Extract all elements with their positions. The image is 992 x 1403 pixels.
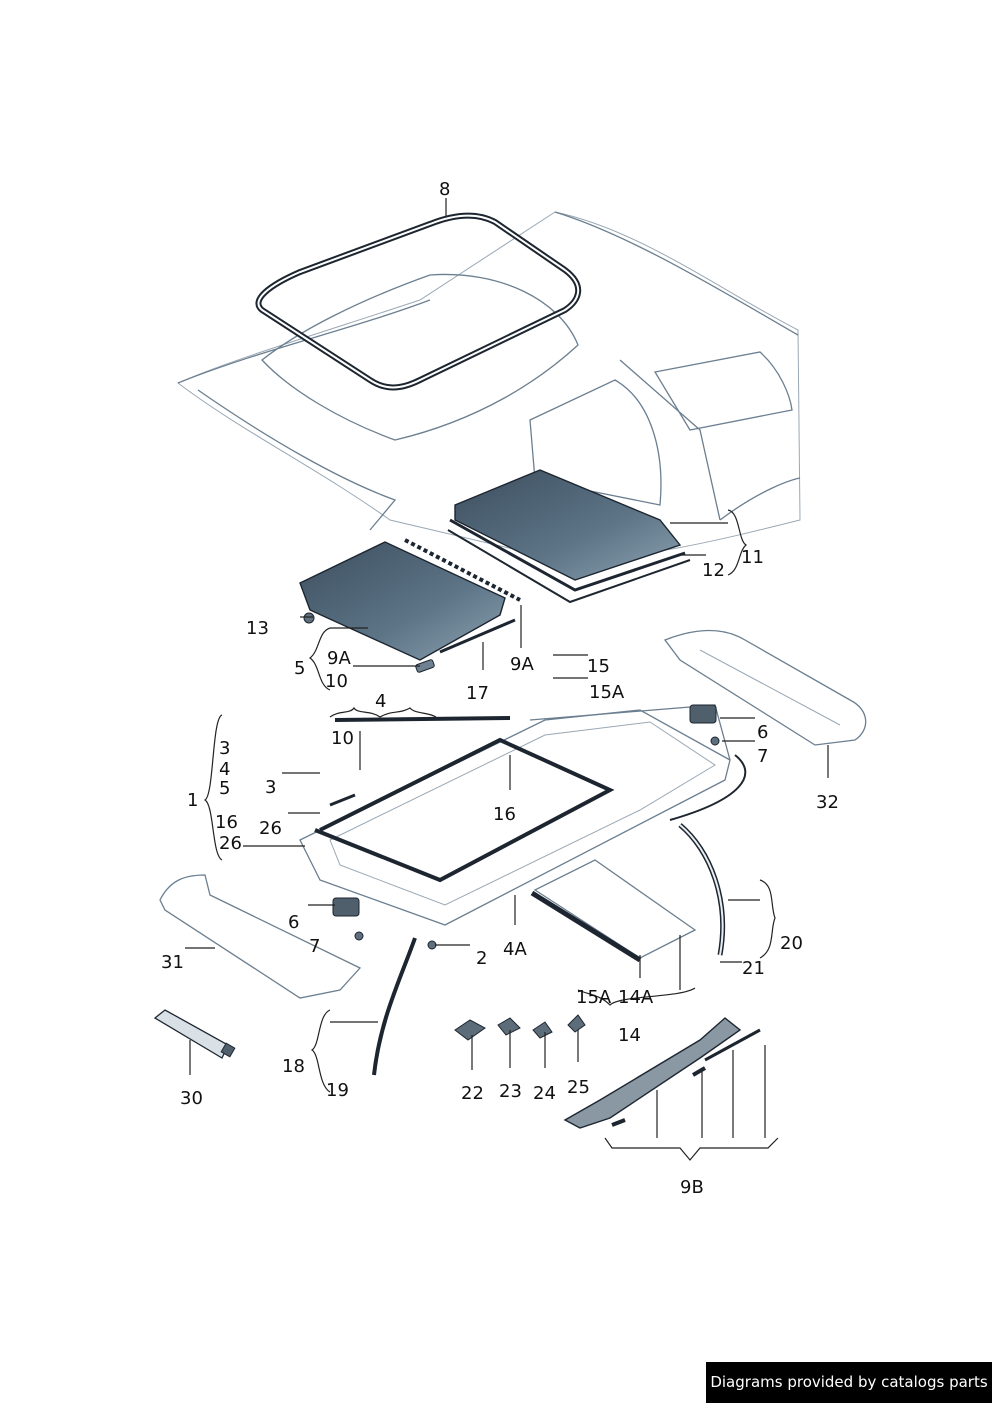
- callout-5-bracket: 5: [219, 778, 230, 799]
- callout-12: 12: [702, 560, 725, 581]
- callout-32: 32: [816, 792, 839, 813]
- callout-4a: 4A: [503, 939, 527, 960]
- callout-7-right: 7: [757, 746, 768, 767]
- callout-14a: 14A: [618, 987, 654, 1008]
- motor-right: [689, 704, 720, 746]
- callout-19: 19: [326, 1080, 349, 1101]
- sunshade: [530, 859, 697, 963]
- callout-11: 11: [741, 547, 764, 568]
- callout-31: 31: [161, 952, 184, 973]
- callout-18: 18: [282, 1056, 305, 1077]
- callout-3-bracket: 3: [219, 738, 230, 759]
- drain-hose: [372, 754, 747, 1076]
- callout-3-left: 3: [265, 777, 276, 798]
- roof-seal: [255, 212, 582, 391]
- callout-5-top: 5: [294, 658, 305, 679]
- adhesive-tube: [153, 1009, 236, 1059]
- callout-16-mid: 16: [493, 804, 516, 825]
- callout-15a-top: 15A: [589, 682, 625, 703]
- callout-24: 24: [533, 1083, 556, 1104]
- callout-4-bracket: 4: [219, 759, 230, 780]
- callout-6-left: 6: [288, 912, 299, 933]
- callout-16-bracket: 16: [215, 812, 238, 833]
- callout-30: 30: [180, 1088, 203, 1109]
- callout-10-mid: 10: [331, 728, 354, 749]
- callout-1: 1: [187, 790, 198, 811]
- callout-15a-bottom: 15A: [576, 987, 612, 1008]
- credit-banner: Diagrams provided by catalogs parts: [706, 1362, 992, 1403]
- callout-2: 2: [476, 948, 487, 969]
- callout-10-top: 10: [325, 671, 348, 692]
- leader-lines: [185, 198, 829, 1161]
- motor-left: [332, 897, 364, 941]
- callout-17: 17: [466, 683, 489, 704]
- callout-labels: 8 11 12 13 9A 9A 5 10 17 15 15A 4 10 3 4…: [161, 179, 839, 1198]
- callout-14: 14: [618, 1025, 641, 1046]
- callout-6-right: 6: [757, 722, 768, 743]
- left-cover: [159, 874, 362, 999]
- front-glass-panel: [299, 538, 521, 673]
- callout-13: 13: [246, 618, 269, 639]
- callout-26-left: 26: [259, 818, 282, 839]
- callout-8: 8: [439, 179, 450, 200]
- callout-21: 21: [742, 958, 765, 979]
- clips: [454, 1014, 586, 1041]
- callout-9a-top: 9A: [327, 648, 351, 669]
- callout-9b: 9B: [680, 1177, 704, 1198]
- callout-9a-right: 9A: [510, 654, 534, 675]
- callout-22: 22: [461, 1083, 484, 1104]
- callout-20: 20: [780, 933, 803, 954]
- callout-7-left: 7: [309, 936, 320, 957]
- car-roof: [177, 211, 801, 561]
- callout-4-top: 4: [375, 691, 386, 712]
- right-cover: [663, 629, 867, 746]
- callout-26-bracket: 26: [219, 833, 242, 854]
- guide-rail: [563, 1017, 761, 1129]
- callout-15: 15: [587, 656, 610, 677]
- callout-23: 23: [499, 1081, 522, 1102]
- callout-25: 25: [567, 1077, 590, 1098]
- rear-glass-panel: [447, 469, 691, 604]
